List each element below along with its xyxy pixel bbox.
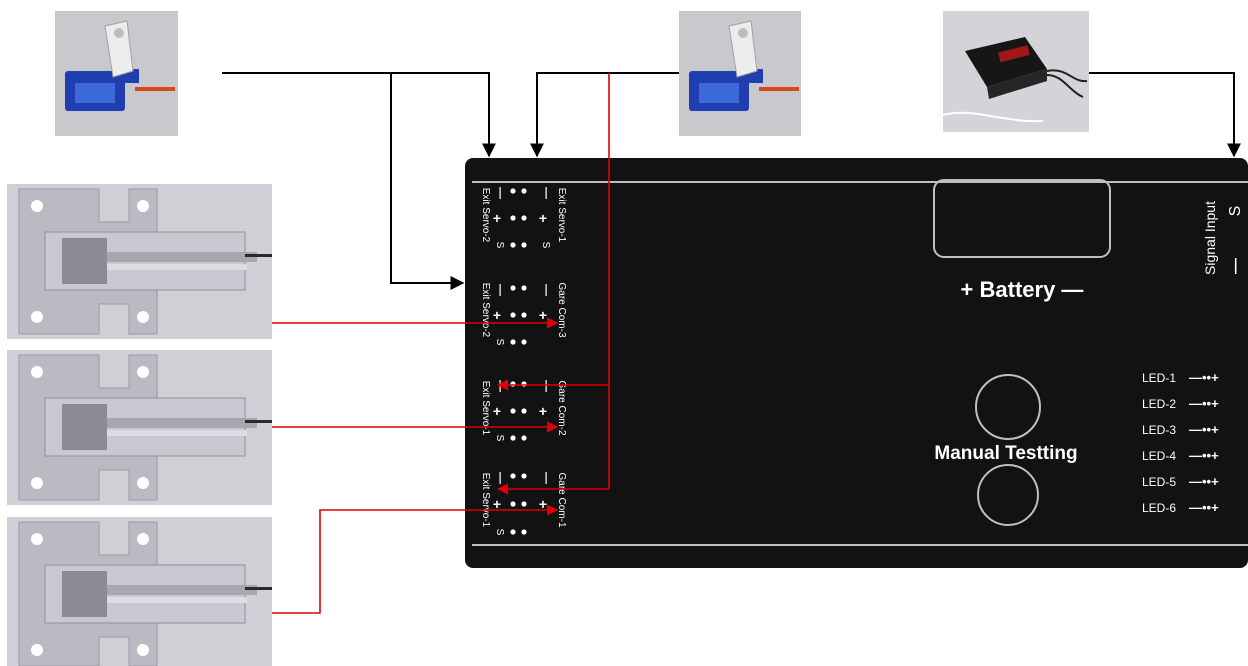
pin-plus: + [539,496,547,512]
retract-photo-1 [7,184,272,339]
port-right-label: Gare Com-1 [556,472,567,527]
pin-plus: + [493,403,501,419]
led-label: LED-1 [1142,371,1176,385]
test-button-2[interactable] [977,464,1039,526]
led-label: LED-2 [1142,397,1176,411]
led-row: LED-2 —••+ [1142,396,1219,411]
pin-minus: — [540,380,554,392]
signal-minus-label: — [1227,258,1244,274]
pin-s: S [494,339,505,346]
pin-minus: — [494,284,508,296]
wire-left-servo-side [390,73,465,290]
pin-minus: — [494,380,508,392]
pin-s: S [494,242,505,249]
led-row: LED-3 —••+ [1142,422,1219,437]
port-group: Exit Servo-1 Gare Com-1 — — + + S [480,472,567,536]
black-wires [222,72,1241,290]
led-row: LED-4 —••+ [1142,448,1219,463]
pin-plus: + [539,403,547,419]
wire-receiver [1089,72,1241,158]
led-row: LED-1 —••+ [1142,370,1219,385]
pin-plus: + [493,496,501,512]
pin-s: S [494,529,505,536]
red-wires [272,73,610,614]
led-pins: —••+ [1189,500,1219,515]
led-pins: —••+ [1189,422,1219,437]
port-right-label: Gare Com-2 [556,380,567,435]
receiver-photo [943,11,1089,132]
port-right-label: Gare Com-3 [556,282,567,337]
led-row: LED-6 —••+ [1142,500,1219,515]
led-row: LED-5 —••+ [1142,474,1219,489]
pin-plus: + [493,210,501,226]
led-pins: —••+ [1189,448,1219,463]
manual-testing-label: Manual Testting [934,443,1077,464]
servo-photo-left [55,11,178,136]
led-pins: —••+ [1189,396,1219,411]
led-pins: —••+ [1189,474,1219,489]
controller-board: + Battery — Manual Testting Signal Input… [465,158,1248,568]
led-label: LED-5 [1142,475,1176,489]
retract-photo-3 [7,517,272,666]
pin-plus: + [493,307,501,323]
led-pins: —••+ [1189,370,1219,385]
led-list: LED-1 —••+ LED-2 —••+ LED-3 —••+ LED-4 —… [1142,370,1219,515]
signal-input-label: Signal Input [1202,201,1218,275]
pin-minus: — [540,284,554,296]
port-right-label: Exit Servo-1 [556,188,567,243]
test-button-1[interactable] [975,374,1041,440]
signal-s-label: S [1227,206,1244,217]
pin-s: S [494,435,505,442]
port-left-label: Exit Servo-2 [480,283,491,338]
port-left-label: Exit Servo-1 [480,381,491,436]
port-group: Exit Servo-2 Gare Com-3 — — + + S [480,282,567,345]
port-group: Exit Servo-2 Exit Servo-1 — — + + S S [480,187,567,249]
wire-red-retract-3 [272,504,559,614]
led-label: LED-3 [1142,423,1176,437]
battery-label: + Battery — [961,277,1084,302]
pin-minus: — [494,472,508,484]
wire-right-servo [530,72,679,158]
pin-s: S [540,242,551,249]
pin-minus: — [494,187,508,199]
pin-plus: + [539,307,547,323]
pin-minus: — [540,187,554,199]
wire-left-servo-top [222,72,496,158]
led-label: LED-6 [1142,501,1176,515]
retract-photo-2 [7,350,272,505]
port-left-label: Exit Servo-1 [480,473,491,528]
pin-minus: — [540,472,554,484]
port-left-label: Exit Servo-2 [480,188,491,243]
servo-photo-right [679,11,801,136]
led-label: LED-4 [1142,449,1176,463]
pin-plus: + [539,210,547,226]
battery-socket [933,179,1111,258]
